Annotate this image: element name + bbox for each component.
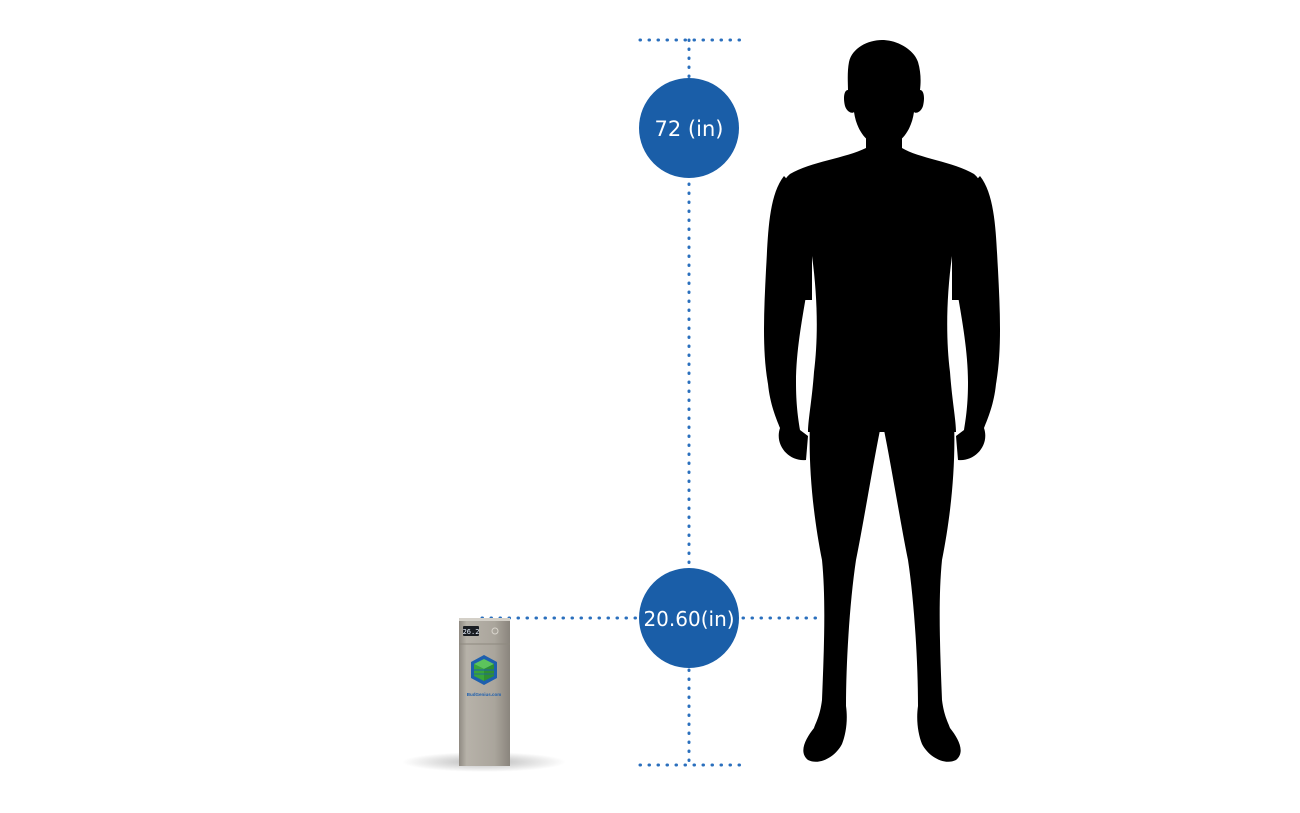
air-purifier-device: 26.2 BudGenius.com (459, 618, 510, 766)
device-brand-text: BudGenius.com (467, 692, 502, 697)
torso (772, 148, 992, 432)
person-height-badge: 72 (in) (639, 78, 739, 178)
right-leg (884, 420, 961, 762)
person-silhouette-icon (764, 40, 1000, 762)
left-leg (803, 420, 880, 762)
cube-logo-icon (471, 655, 497, 685)
power-button-icon (491, 627, 499, 635)
device-body (459, 618, 510, 766)
device-display-readout: 26.2 (463, 628, 480, 636)
device-height-badge: 20.60(in) (639, 568, 739, 668)
right-arm (948, 176, 1000, 461)
left-arm (764, 176, 816, 461)
person-height-label: 72 (in) (655, 117, 724, 141)
device-display (463, 626, 479, 636)
head (844, 40, 924, 150)
device-top-edge (459, 618, 510, 621)
device-height-label: 20.60(in) (643, 607, 734, 631)
